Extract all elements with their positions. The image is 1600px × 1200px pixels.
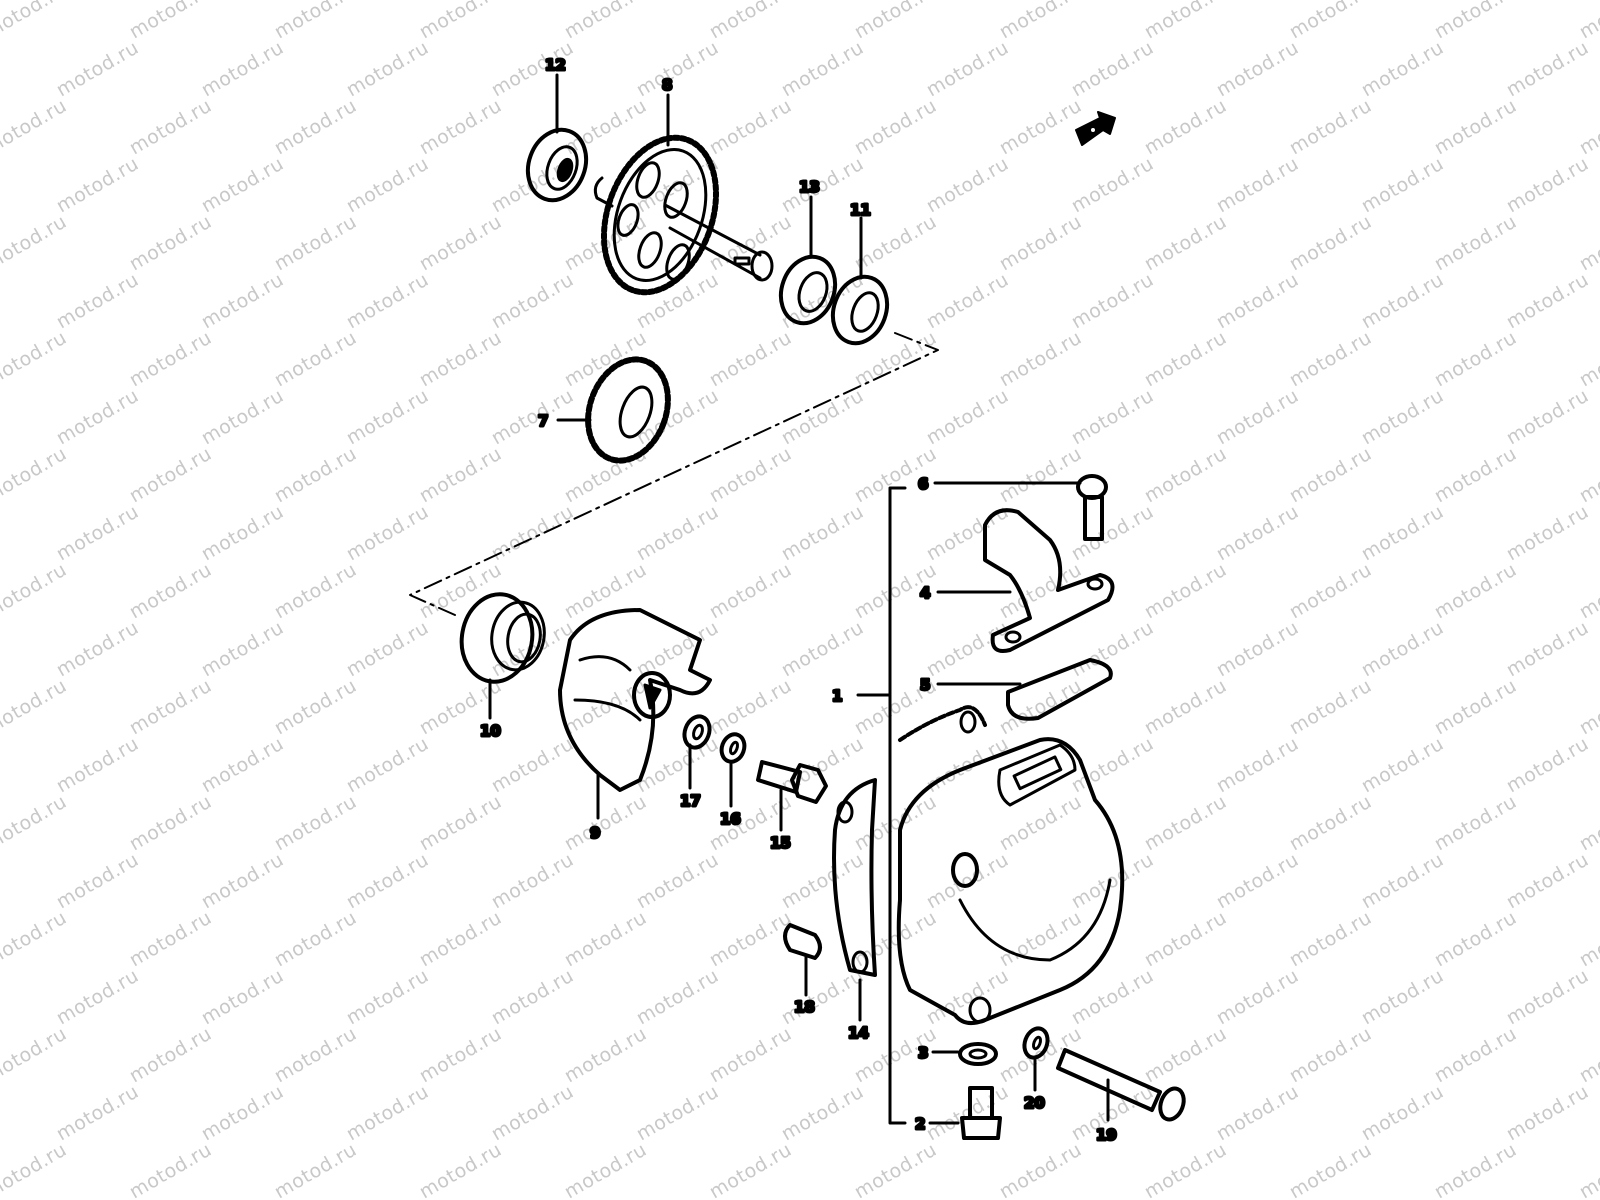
label-17: 17 [680,792,701,810]
label-10: 10 [480,722,501,740]
label-4: 4 [920,584,930,602]
front-arrow-icon [1075,111,1116,146]
part-11-bearing[interactable] [824,216,896,351]
part-19-housing-bolt[interactable] [1056,1048,1188,1123]
part-20-washer[interactable] [1021,1025,1052,1092]
label-20: 20 [1024,1094,1045,1112]
label-16: 16 [720,810,741,828]
part-14-housing-gasket[interactable] [832,705,987,1022]
label-6: 6 [918,475,928,493]
part-12-bearing[interactable] [518,73,595,208]
part-6-elbow-bolt[interactable] [933,474,1108,541]
part-16-washer[interactable] [718,731,748,808]
label-14: 14 [848,1024,869,1042]
label-1: 1 [832,687,842,705]
label-7: 7 [538,412,548,430]
label-13: 13 [799,178,820,196]
assembly-centerline [409,332,939,616]
label-2: 2 [915,1115,925,1133]
part-4-outlet-elbow[interactable] [936,508,1115,653]
part-9-impeller[interactable] [558,608,712,820]
part-10-mechanical-seal[interactable] [455,589,550,720]
part-7-drive-gear[interactable] [556,348,681,472]
water-pump-housing[interactable] [896,737,1125,1026]
part-3-drain-gasket[interactable] [931,1042,998,1066]
part-5-elbow-gasket[interactable] [936,658,1113,721]
part-13-oil-seal[interactable] [772,195,844,331]
assembly-1-bracket [888,486,907,1125]
label-15: 15 [770,834,791,852]
part-17-washer[interactable] [680,713,713,790]
label-19: 19 [1096,1126,1117,1144]
label-18: 18 [794,998,815,1016]
label-3: 3 [918,1044,928,1062]
part-18-dowel-pin[interactable] [783,923,822,997]
label-12: 12 [545,56,566,74]
part-2-drain-plug[interactable] [928,1086,1002,1140]
label-5: 5 [920,676,930,694]
label-9: 9 [590,824,600,842]
part-15-impeller-bolt[interactable] [756,760,828,832]
part-8-pump-shaft-gear[interactable] [584,93,774,308]
label-8: 8 [662,76,672,94]
label-11: 11 [850,201,871,219]
